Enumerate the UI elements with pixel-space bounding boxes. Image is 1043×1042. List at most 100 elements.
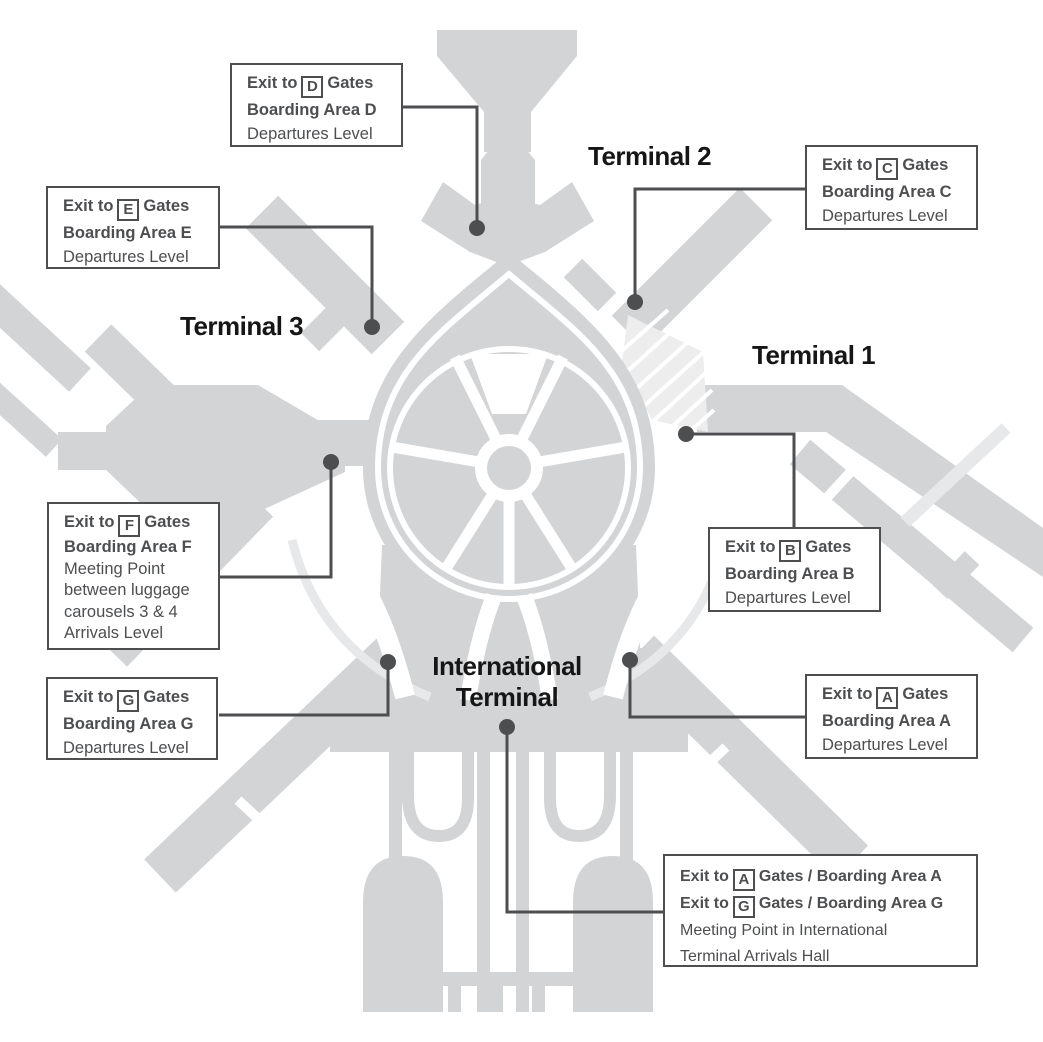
parking-block-left bbox=[363, 856, 443, 1012]
exit-suffix: Gates bbox=[143, 688, 190, 706]
meeting-point-line3: carousels 3 & 4 bbox=[64, 602, 178, 621]
boarding-area-c-pier bbox=[611, 187, 773, 349]
exit-suffix: Gates bbox=[902, 685, 949, 703]
callout-marker-dots bbox=[323, 220, 694, 735]
wheel-hub bbox=[487, 446, 531, 490]
terminal-3-west-arm bbox=[58, 432, 273, 470]
gate-letter-badge-g: G bbox=[117, 690, 140, 712]
label-terminal-1: Terminal 1 bbox=[752, 340, 876, 370]
exit-suffix: Gates bbox=[902, 156, 949, 174]
label-international-line1: International bbox=[432, 651, 582, 681]
exit-prefix: Exit to bbox=[680, 895, 729, 912]
boarding-area-line: Boarding Area G bbox=[63, 715, 194, 733]
connector-g bbox=[219, 662, 390, 717]
gate-letter-badge-g2: G bbox=[732, 896, 755, 918]
callout-connectors bbox=[219, 105, 805, 914]
connector-b bbox=[686, 432, 796, 527]
label-terminal-3: Terminal 3 bbox=[180, 311, 304, 341]
gate-letter-badge-a: A bbox=[876, 687, 899, 709]
level-line: Departures Level bbox=[822, 207, 948, 225]
level-line: Departures Level bbox=[247, 125, 373, 143]
exit-suffix: Gates bbox=[805, 538, 852, 556]
exit-prefix: Exit to bbox=[63, 197, 114, 215]
airport-roads bbox=[363, 750, 653, 1012]
gate-letter-badge-f: F bbox=[118, 515, 141, 537]
connector-international bbox=[505, 727, 663, 914]
exit-suffix: Gates / Boarding Area A bbox=[758, 868, 942, 885]
exit-suffix: Gates bbox=[327, 74, 374, 92]
marker-dot-d bbox=[469, 220, 485, 236]
wheel-leg-gaps bbox=[343, 562, 675, 702]
exit-prefix: Exit to bbox=[64, 513, 115, 531]
west-edge-stub-1 bbox=[0, 284, 91, 392]
level-line: Arrivals Level bbox=[64, 624, 164, 642]
exit-prefix: Exit to bbox=[63, 688, 114, 706]
exit-suffix: Gates / Boarding Area G bbox=[758, 895, 944, 912]
marker-dot-c bbox=[627, 294, 643, 310]
gate-letter-badge-b: B bbox=[779, 540, 802, 562]
level-line: Departures Level bbox=[725, 589, 851, 607]
gate-letter-badge-e: E bbox=[117, 199, 140, 221]
exit-suffix: Gates bbox=[143, 197, 190, 215]
boarding-area-e-pier bbox=[245, 195, 405, 355]
exit-prefix: Exit to bbox=[725, 538, 776, 556]
pier-gaps bbox=[234, 462, 860, 832]
connector-f bbox=[219, 462, 333, 579]
central-wheel bbox=[343, 252, 675, 702]
marker-dot-a bbox=[622, 652, 638, 668]
boarding-area-line: Boarding Area A bbox=[822, 712, 951, 730]
boarding-area-e-stub bbox=[300, 287, 365, 352]
exit-suffix: Gates bbox=[144, 513, 191, 531]
terminal-3-connector bbox=[255, 420, 377, 466]
boarding-area-line: Boarding Area B bbox=[725, 565, 855, 583]
marker-dot-b bbox=[678, 426, 694, 442]
exit-prefix: Exit to bbox=[680, 868, 729, 885]
level-line: Departures Level bbox=[822, 736, 948, 754]
exit-prefix: Exit to bbox=[822, 156, 873, 174]
boarding-area-c-stub bbox=[563, 258, 617, 312]
boarding-area-line: Boarding Area C bbox=[822, 183, 952, 201]
wheel-teardrop-inner-line bbox=[374, 270, 644, 602]
boarding-area-line: Boarding Area D bbox=[247, 101, 377, 119]
meeting-point-line2: between luggage bbox=[64, 581, 190, 599]
parking-block-right bbox=[573, 856, 653, 1012]
gate-letter-badge-c: C bbox=[876, 158, 899, 180]
boarding-area-d-pier bbox=[421, 182, 594, 266]
meeting-point-line1: Meeting Point bbox=[64, 559, 165, 578]
wheel-spokes bbox=[391, 354, 627, 585]
meeting-point-line1: Meeting Point in International bbox=[680, 922, 888, 939]
terminal-3-nw-stub bbox=[84, 324, 182, 420]
boarding-area-b-stub bbox=[932, 551, 980, 599]
wheel-top-wedge bbox=[470, 354, 548, 414]
meeting-point-line2: Terminal Arrivals Hall bbox=[680, 948, 830, 965]
connector-a bbox=[628, 660, 805, 719]
exit-prefix: Exit to bbox=[247, 74, 298, 92]
gate-letter-badge-d: D bbox=[301, 76, 324, 98]
west-edge-stub-2 bbox=[0, 382, 63, 457]
label-terminal-2: Terminal 2 bbox=[588, 141, 712, 171]
tower-funnel-shape bbox=[437, 30, 577, 152]
connector-c bbox=[633, 187, 805, 302]
marker-dot-e bbox=[364, 319, 380, 335]
boarding-area-line: Boarding Area E bbox=[63, 224, 192, 242]
marker-dot-international bbox=[499, 719, 515, 735]
level-line: Departures Level bbox=[63, 739, 189, 757]
marker-dot-f bbox=[323, 454, 339, 470]
label-international-terminal: International Terminal bbox=[407, 651, 607, 713]
marker-dot-g bbox=[380, 654, 396, 670]
connector-e bbox=[220, 225, 374, 327]
